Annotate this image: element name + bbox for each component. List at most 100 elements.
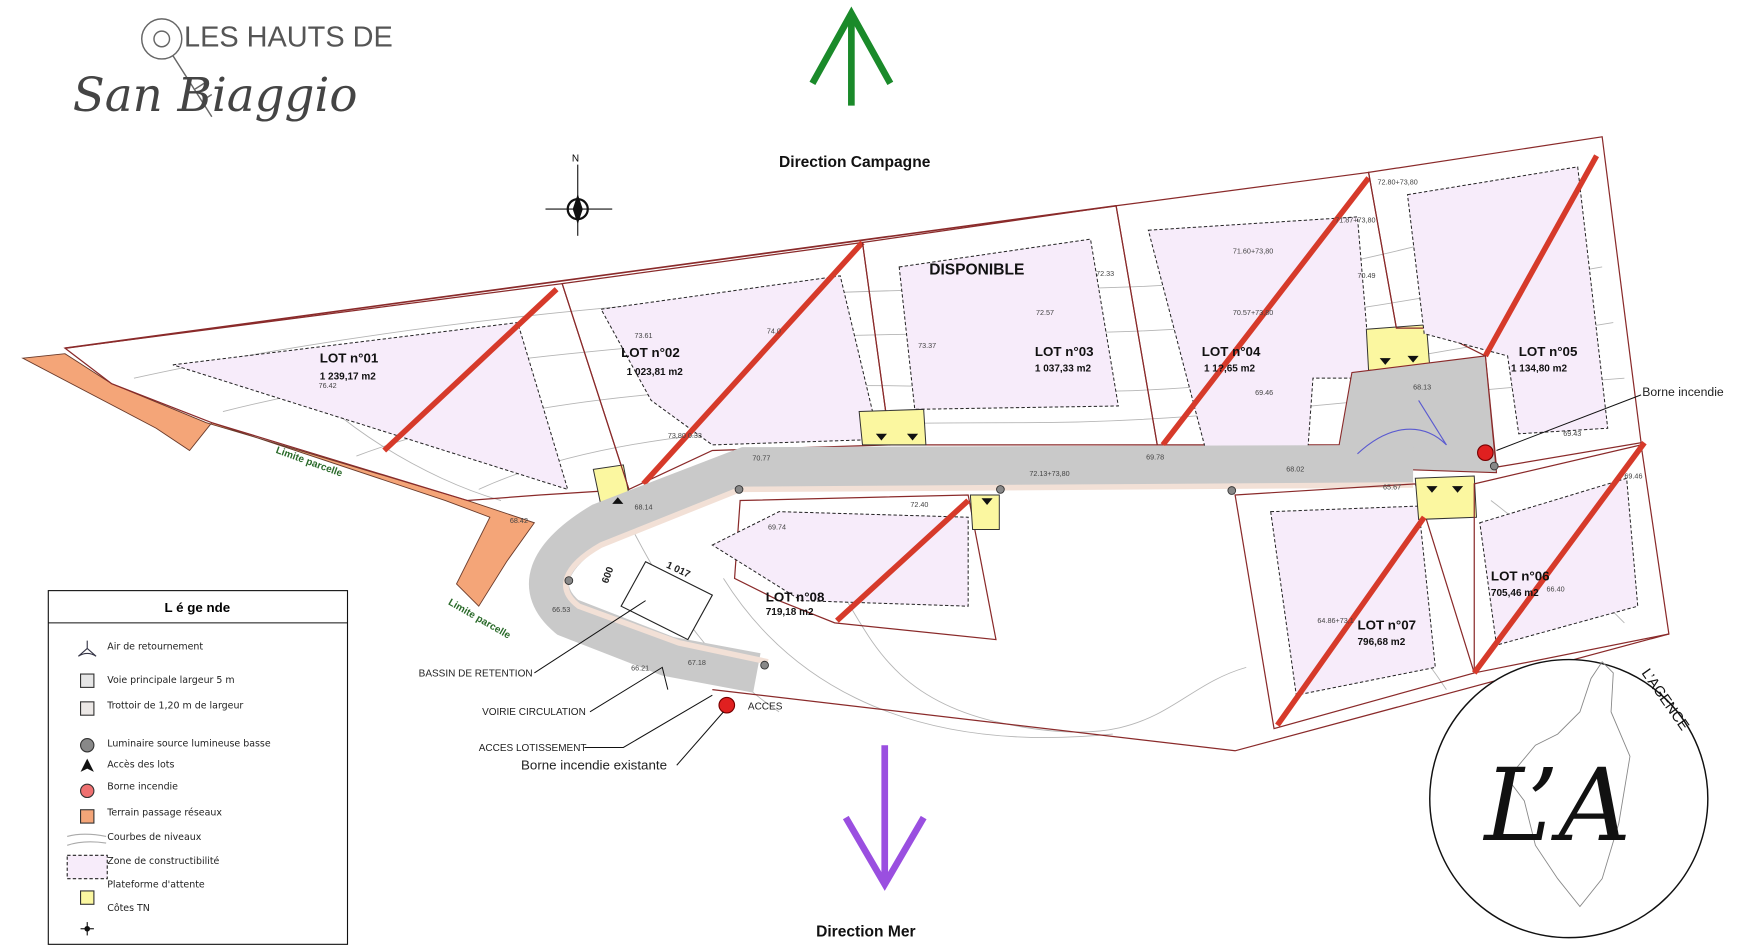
lot-04-area: 1 1?,65 m2 — [1204, 364, 1256, 375]
fire-hydrant-icon — [1477, 444, 1494, 462]
lot-04-name: LOT n°04 — [1202, 344, 1261, 359]
lot-01 — [63, 282, 631, 507]
existing-fire-hydrant-icon — [718, 696, 736, 714]
retention-basin-label: BASSIN DE RETENTION — [419, 668, 533, 679]
turnaround-icon — [77, 640, 97, 657]
elevation-label: 69.78 — [1146, 452, 1164, 461]
legend-item-label: Luminaire source lumineuse basse — [107, 738, 271, 749]
legend-item-label: Air de retournement — [107, 642, 203, 653]
contour-line-icon — [67, 833, 107, 846]
lot-07-name: LOT n°07 — [1357, 618, 1416, 633]
lot-04 — [1115, 171, 1431, 457]
legend-item-label: Terrain passage réseaux — [106, 807, 222, 818]
street-lights — [564, 461, 1499, 670]
arrow-down-icon — [842, 745, 927, 891]
direction-campagne: Direction Campagne — [779, 154, 931, 171]
lot-01-name: LOT n°01 — [320, 351, 379, 366]
elevation-label: 68.42 — [510, 516, 528, 525]
lot-07 — [1234, 475, 1477, 730]
lot-06-area: 705,46 m2 — [1491, 588, 1539, 599]
elevation-label: 71.60+73,80 — [1233, 247, 1273, 256]
elevation-label: 69.46 — [1624, 471, 1642, 480]
elevation-label: 73,80 0.33 — [668, 431, 702, 440]
compass-icon — [545, 164, 613, 236]
elevation-label: 72.40 — [910, 500, 928, 509]
lot-06 — [1472, 441, 1670, 675]
lot-08-area: 719,18 m2 — [766, 607, 814, 618]
legend-item-label: Côtes TN — [107, 903, 150, 914]
lot-03 — [858, 205, 1158, 446]
lot-08-name: LOT n°08 — [766, 590, 825, 605]
basin-width-label: 600 — [600, 565, 616, 585]
elevation-label: 64.86+73,1 — [1317, 616, 1353, 625]
dashed-rect-icon — [66, 854, 108, 880]
network-strip — [21, 353, 536, 607]
lot-02-name: LOT n°02 — [621, 345, 680, 360]
lot-02-area: 1 023,81 m2 — [627, 367, 684, 378]
gray-circle-icon — [80, 737, 95, 753]
legend-title: L é ge nde — [165, 600, 231, 615]
leader-lines — [534, 394, 1642, 766]
elevation-label: 76.42 — [319, 381, 337, 390]
elevation-label: 69.43 — [1563, 429, 1581, 438]
agency-monogram: L’A — [1482, 747, 1631, 864]
retention-basin — [620, 560, 714, 641]
logo: LES HAUTS DE San Biaggio — [73, 18, 393, 123]
lot-03-name: LOT n°03 — [1035, 344, 1094, 359]
elevation-label: 72.80+73,80 — [1377, 178, 1417, 187]
elevation-label: 70.49 — [1357, 271, 1375, 280]
elevation-label: 72.13+73,80 — [1029, 469, 1069, 478]
elevation-label: 66.40 — [1547, 585, 1565, 594]
corsica-map-icon — [1507, 661, 1631, 908]
elevation-label: 70.77 — [752, 453, 770, 462]
lot-01-area: 1 239,17 m2 — [320, 371, 377, 382]
elevation-label: 74.0 — [767, 327, 781, 336]
orange-square-icon — [80, 809, 95, 824]
elevation-label: 66.21 — [631, 664, 649, 673]
legend-item-label: Zone de constructibilité — [107, 856, 219, 867]
lot-08 — [711, 494, 1000, 641]
agency-logo: L’A L’AGENCE — [1429, 658, 1709, 939]
existing-hydrant-label: Borne incendie existante — [521, 758, 667, 773]
arrow-up-icon — [809, 6, 894, 106]
red-circle-icon — [80, 783, 95, 799]
key-icon — [141, 18, 213, 118]
legend-item-label: Trottoir de 1,20 m de largeur — [106, 701, 243, 712]
lot-02 — [561, 240, 891, 491]
logo-title: LES HAUTS DE — [184, 22, 393, 54]
road-label: VOIRIE CIRCULATION — [482, 707, 586, 718]
lot-03-area: 1 037,33 m2 — [1035, 364, 1092, 375]
elevation-label: 68.14 — [634, 502, 652, 511]
elevation-label: 68.02 — [1286, 465, 1304, 474]
logo-subtitle: San Biaggio — [73, 69, 358, 123]
compass-north-label: N — [572, 153, 579, 164]
elevation-points: 76.42 73.61 74.0 73.37 72.33 72.57 71.60… — [319, 178, 1643, 673]
lot-05-area: 1 134,80 m2 — [1511, 364, 1568, 375]
fire-hydrant-label: Borne incendie — [1642, 385, 1724, 399]
gray-square-icon — [80, 673, 95, 688]
lot-05-name: LOT n°05 — [1519, 344, 1578, 359]
arrowhead-icon — [80, 758, 94, 772]
legend-item-label: Courbes de niveaux — [107, 832, 201, 843]
legend-item-label: Accès des lots — [107, 759, 174, 770]
light-square-icon — [80, 701, 95, 716]
yellow-square-icon — [80, 890, 95, 905]
elevation-label: 67.18 — [688, 658, 706, 667]
elevation-label: 72.57 — [1036, 308, 1054, 317]
legend: L é ge nde Air de retournement Voie prin… — [47, 590, 349, 945]
elevation-label: 69.46 — [1255, 388, 1273, 397]
elevation-label: 71.87+73,80 — [1335, 215, 1375, 224]
elevation-label: 72.33 — [1096, 269, 1114, 278]
elevation-label: 73.61 — [634, 331, 652, 340]
legend-item-label: Borne incendie — [107, 782, 178, 793]
lot-access-arrows — [612, 355, 1464, 505]
subdivision-access-label: ACCES LOTISSEMENT — [479, 743, 587, 754]
elevation-label: 70.57+73,80 — [1233, 308, 1273, 317]
access-label: ACCES — [748, 702, 783, 713]
elevation-label: 66.53 — [552, 605, 570, 614]
parcel-boundary-top — [64, 204, 1117, 349]
elevation-label: 65.67 — [1383, 482, 1401, 491]
elevation-label: 73.37 — [918, 341, 936, 350]
cross-point-icon — [80, 922, 94, 936]
